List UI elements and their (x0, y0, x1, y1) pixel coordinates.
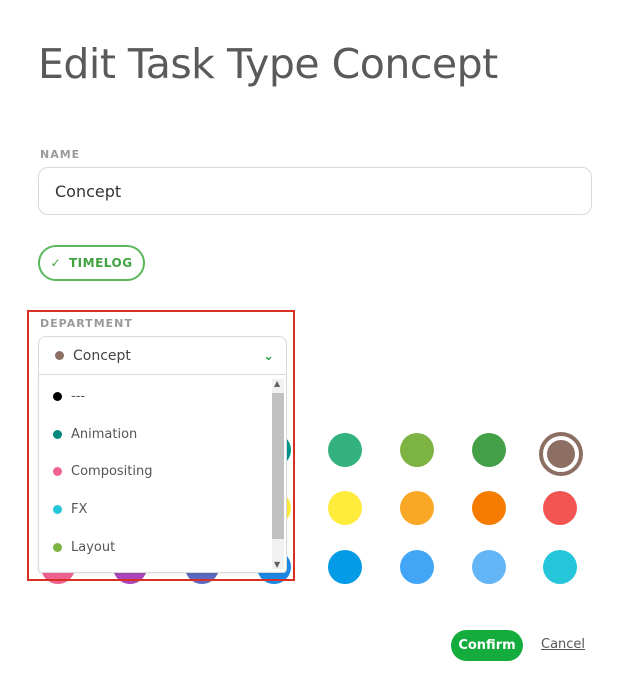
color-swatch[interactable] (472, 491, 506, 525)
option-label: Animation (71, 426, 138, 442)
timelog-label: TIMELOG (69, 256, 133, 270)
color-swatch[interactable] (472, 550, 506, 584)
department-option[interactable]: FX (39, 490, 271, 528)
color-swatch-selected[interactable] (543, 436, 579, 472)
option-label: --- (71, 388, 86, 404)
color-swatch[interactable] (543, 491, 577, 525)
option-color-dot (53, 391, 62, 401)
department-selected-label: Concept (73, 347, 131, 364)
name-field-label: NAME (40, 148, 81, 161)
department-color-dot (55, 351, 64, 360)
scroll-up-arrow-icon[interactable]: ▲ (274, 379, 281, 388)
color-swatch[interactable] (328, 550, 362, 584)
option-color-dot (53, 429, 62, 439)
department-option[interactable]: Animation (39, 415, 271, 453)
color-swatch[interactable] (328, 491, 362, 525)
option-label: Compositing (71, 463, 153, 479)
color-swatch[interactable] (400, 550, 434, 584)
name-input[interactable] (38, 167, 592, 215)
scroll-down-arrow-icon[interactable]: ▼ (274, 560, 281, 569)
department-option[interactable]: Layout (39, 528, 271, 566)
color-swatch[interactable] (400, 491, 434, 525)
timelog-toggle-button[interactable]: ✓ TIMELOG (38, 245, 145, 281)
scrollbar-thumb[interactable] (272, 393, 284, 539)
option-color-dot (53, 504, 62, 514)
option-color-dot (53, 542, 62, 552)
dropdown-scrollbar[interactable]: ▲ ▼ (272, 379, 284, 569)
option-label: Layout (71, 539, 116, 555)
check-icon: ✓ (50, 256, 61, 270)
department-select[interactable]: Concept ⌄ (38, 336, 287, 374)
page-title: Edit Task Type Concept (38, 40, 498, 88)
department-option[interactable]: Compositing (39, 452, 271, 490)
cancel-link[interactable]: Cancel (541, 637, 586, 652)
color-swatch[interactable] (472, 433, 506, 467)
department-field-label: DEPARTMENT (40, 317, 133, 330)
color-swatch[interactable] (328, 433, 362, 467)
option-label: FX (71, 501, 88, 517)
color-swatch[interactable] (400, 433, 434, 467)
color-swatch[interactable] (543, 550, 577, 584)
department-option[interactable]: --- (39, 377, 271, 415)
confirm-button[interactable]: Confirm (451, 630, 523, 661)
option-color-dot (53, 466, 62, 476)
chevron-down-icon[interactable]: ⌄ (263, 349, 274, 364)
department-dropdown-list: --- Animation Compositing FX Layout ▲ ▼ (38, 374, 287, 573)
